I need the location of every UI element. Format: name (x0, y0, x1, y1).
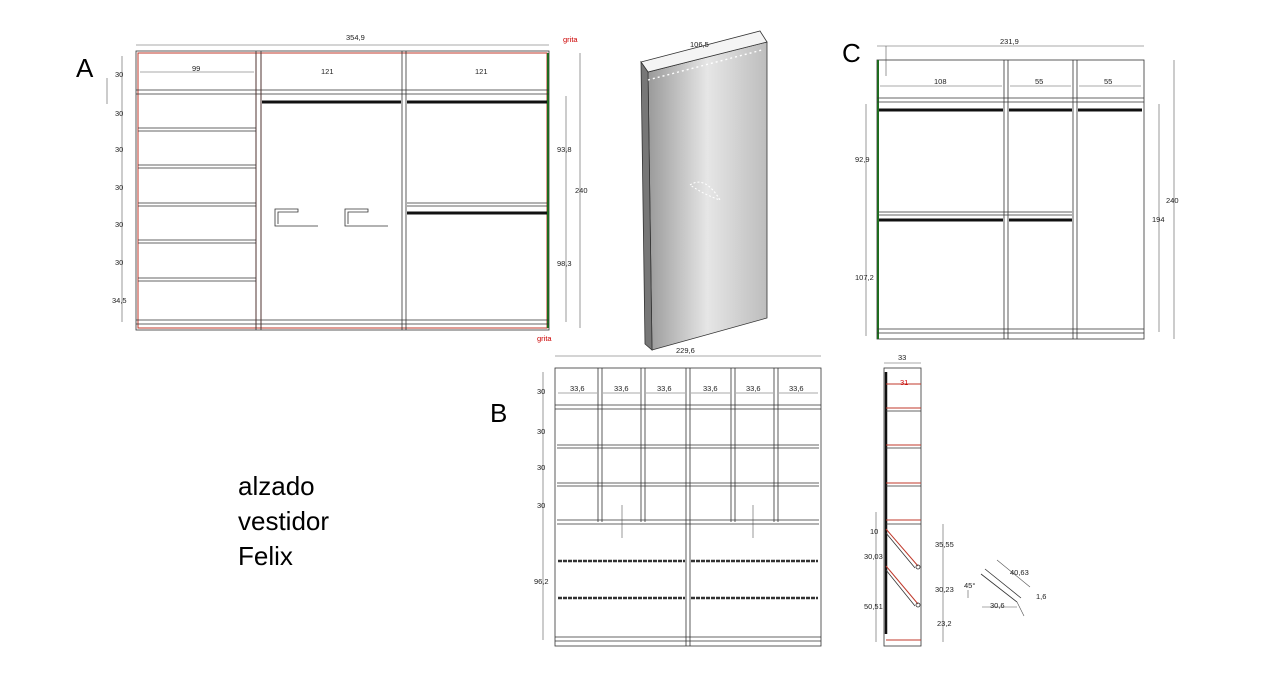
dim-depth: 33 (898, 353, 906, 362)
dim-height: 23,2 (937, 619, 952, 628)
dim-height: 34,5 (112, 296, 127, 305)
trouser-hanger (274, 208, 318, 227)
elevation-b: B 229,6 33,6 33,6 33,6 3 (490, 346, 822, 647)
dim-width: 55 (1035, 77, 1043, 86)
dim-height: 35,55 (935, 540, 954, 549)
dim-height: 92,9 (855, 155, 870, 164)
dim-height: 30 (115, 258, 123, 267)
dim-width: 108 (934, 77, 947, 86)
title-line: alzado (238, 471, 315, 501)
dim-height: 107,2 (855, 273, 874, 282)
gap-label: grita (563, 35, 578, 44)
dim-height: 50,51 (864, 602, 883, 611)
side-section: 33 31 10 30,03 50,51 35,55 30,23 23,2 (864, 353, 954, 647)
drawing-title: alzado vestidor Felix (238, 471, 329, 571)
dim-width: 33,6 (746, 384, 761, 393)
dim-height: 30 (537, 501, 545, 510)
dim-base: 30,6 (990, 601, 1005, 610)
dim-height: 30,03 (864, 552, 883, 561)
dim-width: 33,6 (789, 384, 804, 393)
label-a: A (76, 53, 94, 83)
elevation-b-frame (554, 367, 822, 647)
dim-diagonal: 40,63 (1010, 568, 1029, 577)
elevation-a-frame (135, 50, 550, 331)
dim-height: 30 (537, 427, 545, 436)
dim-width: 33,6 (703, 384, 718, 393)
dim-width: 99 (192, 64, 200, 73)
dim-depth: 31 (900, 378, 908, 387)
dim-width: 33,6 (570, 384, 585, 393)
dim-width: 33,6 (614, 384, 629, 393)
dim-height: 30 (537, 387, 545, 396)
dim-height: 30,23 (935, 585, 954, 594)
dim-width: 121 (475, 67, 488, 76)
dim-height: 30 (115, 70, 123, 79)
dim-door-width: 106,5 (690, 40, 709, 49)
dim-width: 121 (321, 67, 334, 76)
dim-total-width: 354,9 (346, 33, 365, 42)
title-line: Felix (238, 541, 293, 571)
elevation-a-left-shelves (138, 127, 256, 282)
dim-height: 30 (115, 183, 123, 192)
dim-total-height: 240 (1166, 196, 1179, 205)
dim-height: 30 (115, 109, 123, 118)
dim-thickness: 1,6 (1036, 592, 1046, 601)
gap-label: grita (537, 334, 552, 343)
dim-height: 96,2 (534, 577, 549, 586)
label-b: B (490, 398, 507, 428)
shoe-rack-slope (885, 565, 919, 605)
elevation-a: A (76, 33, 588, 343)
trouser-hanger (344, 208, 388, 227)
dim-height: 30 (115, 145, 123, 154)
dim-height: 30 (537, 463, 545, 472)
rack-detail: 45° 40,63 30,6 1,6 (964, 559, 1046, 617)
dim-total-width: 229,6 (676, 346, 695, 355)
dim-total-width: 231,9 (1000, 37, 1019, 46)
title-line: vestidor (238, 506, 329, 536)
dim-width: 33,6 (657, 384, 672, 393)
dim-height: 10 (870, 527, 878, 536)
mirror-door-panel: 106,5 (640, 30, 768, 351)
dim-inner-height: 194 (1152, 215, 1165, 224)
dim-height: 93,8 (557, 145, 572, 154)
dim-height: 30 (115, 220, 123, 229)
shoe-rack-slope (885, 528, 919, 567)
dim-angle: 45° (964, 581, 975, 590)
dim-height: 98,3 (557, 259, 572, 268)
dim-width: 55 (1104, 77, 1112, 86)
side-section-frame (883, 367, 922, 647)
elevation-c: C 231,9 108 55 55 92,9 107,2 194 240 (842, 37, 1179, 340)
dim-total-height: 240 (575, 186, 588, 195)
label-c: C (842, 38, 861, 68)
